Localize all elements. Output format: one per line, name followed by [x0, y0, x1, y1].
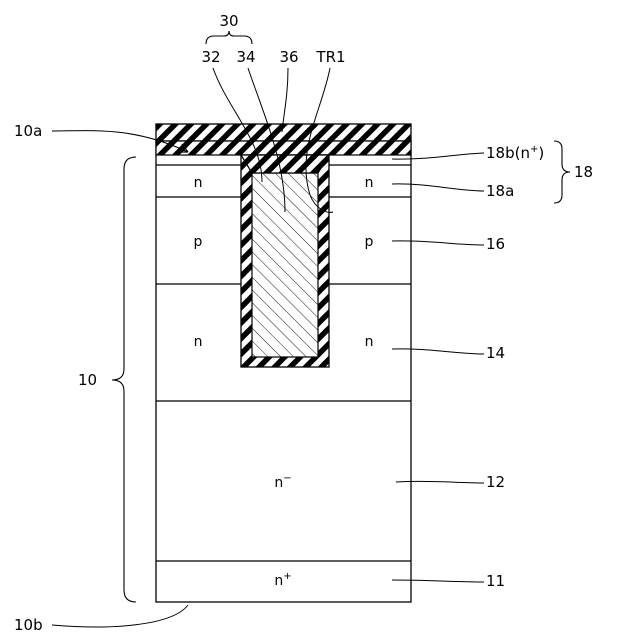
label-34: 34	[236, 48, 255, 66]
leader-36	[282, 68, 288, 132]
label-10a: 10a	[14, 122, 42, 140]
label-10: 10	[78, 371, 97, 389]
label-14: 14	[486, 344, 505, 362]
insulating-film-36	[156, 124, 411, 141]
label-18a: 18a	[486, 182, 514, 200]
label-18: 18	[574, 163, 593, 181]
label-tr1: TR1	[315, 48, 345, 66]
doping-source-right: n	[365, 175, 374, 191]
label-12: 12	[486, 473, 505, 491]
brace-18	[554, 141, 570, 203]
surface-film-10a	[156, 141, 411, 155]
brace-30	[206, 31, 252, 44]
label-30: 30	[219, 12, 238, 30]
label-16: 16	[486, 235, 505, 253]
label-10b: 10b	[14, 616, 43, 634]
doping-body-left: p	[194, 234, 203, 250]
doping-drift-left: n	[194, 334, 203, 350]
film-36-trench-plug	[241, 155, 329, 173]
label-32: 32	[201, 48, 220, 66]
label-11: 11	[486, 572, 505, 590]
label-18b: 18b(n+)	[486, 144, 544, 162]
doping-drift-right: n	[365, 334, 374, 350]
leader-10b	[52, 605, 188, 627]
brace-10	[112, 157, 136, 602]
doping-body-right: p	[365, 234, 374, 250]
doping-source-left: n	[194, 175, 203, 191]
label-36: 36	[279, 48, 298, 66]
